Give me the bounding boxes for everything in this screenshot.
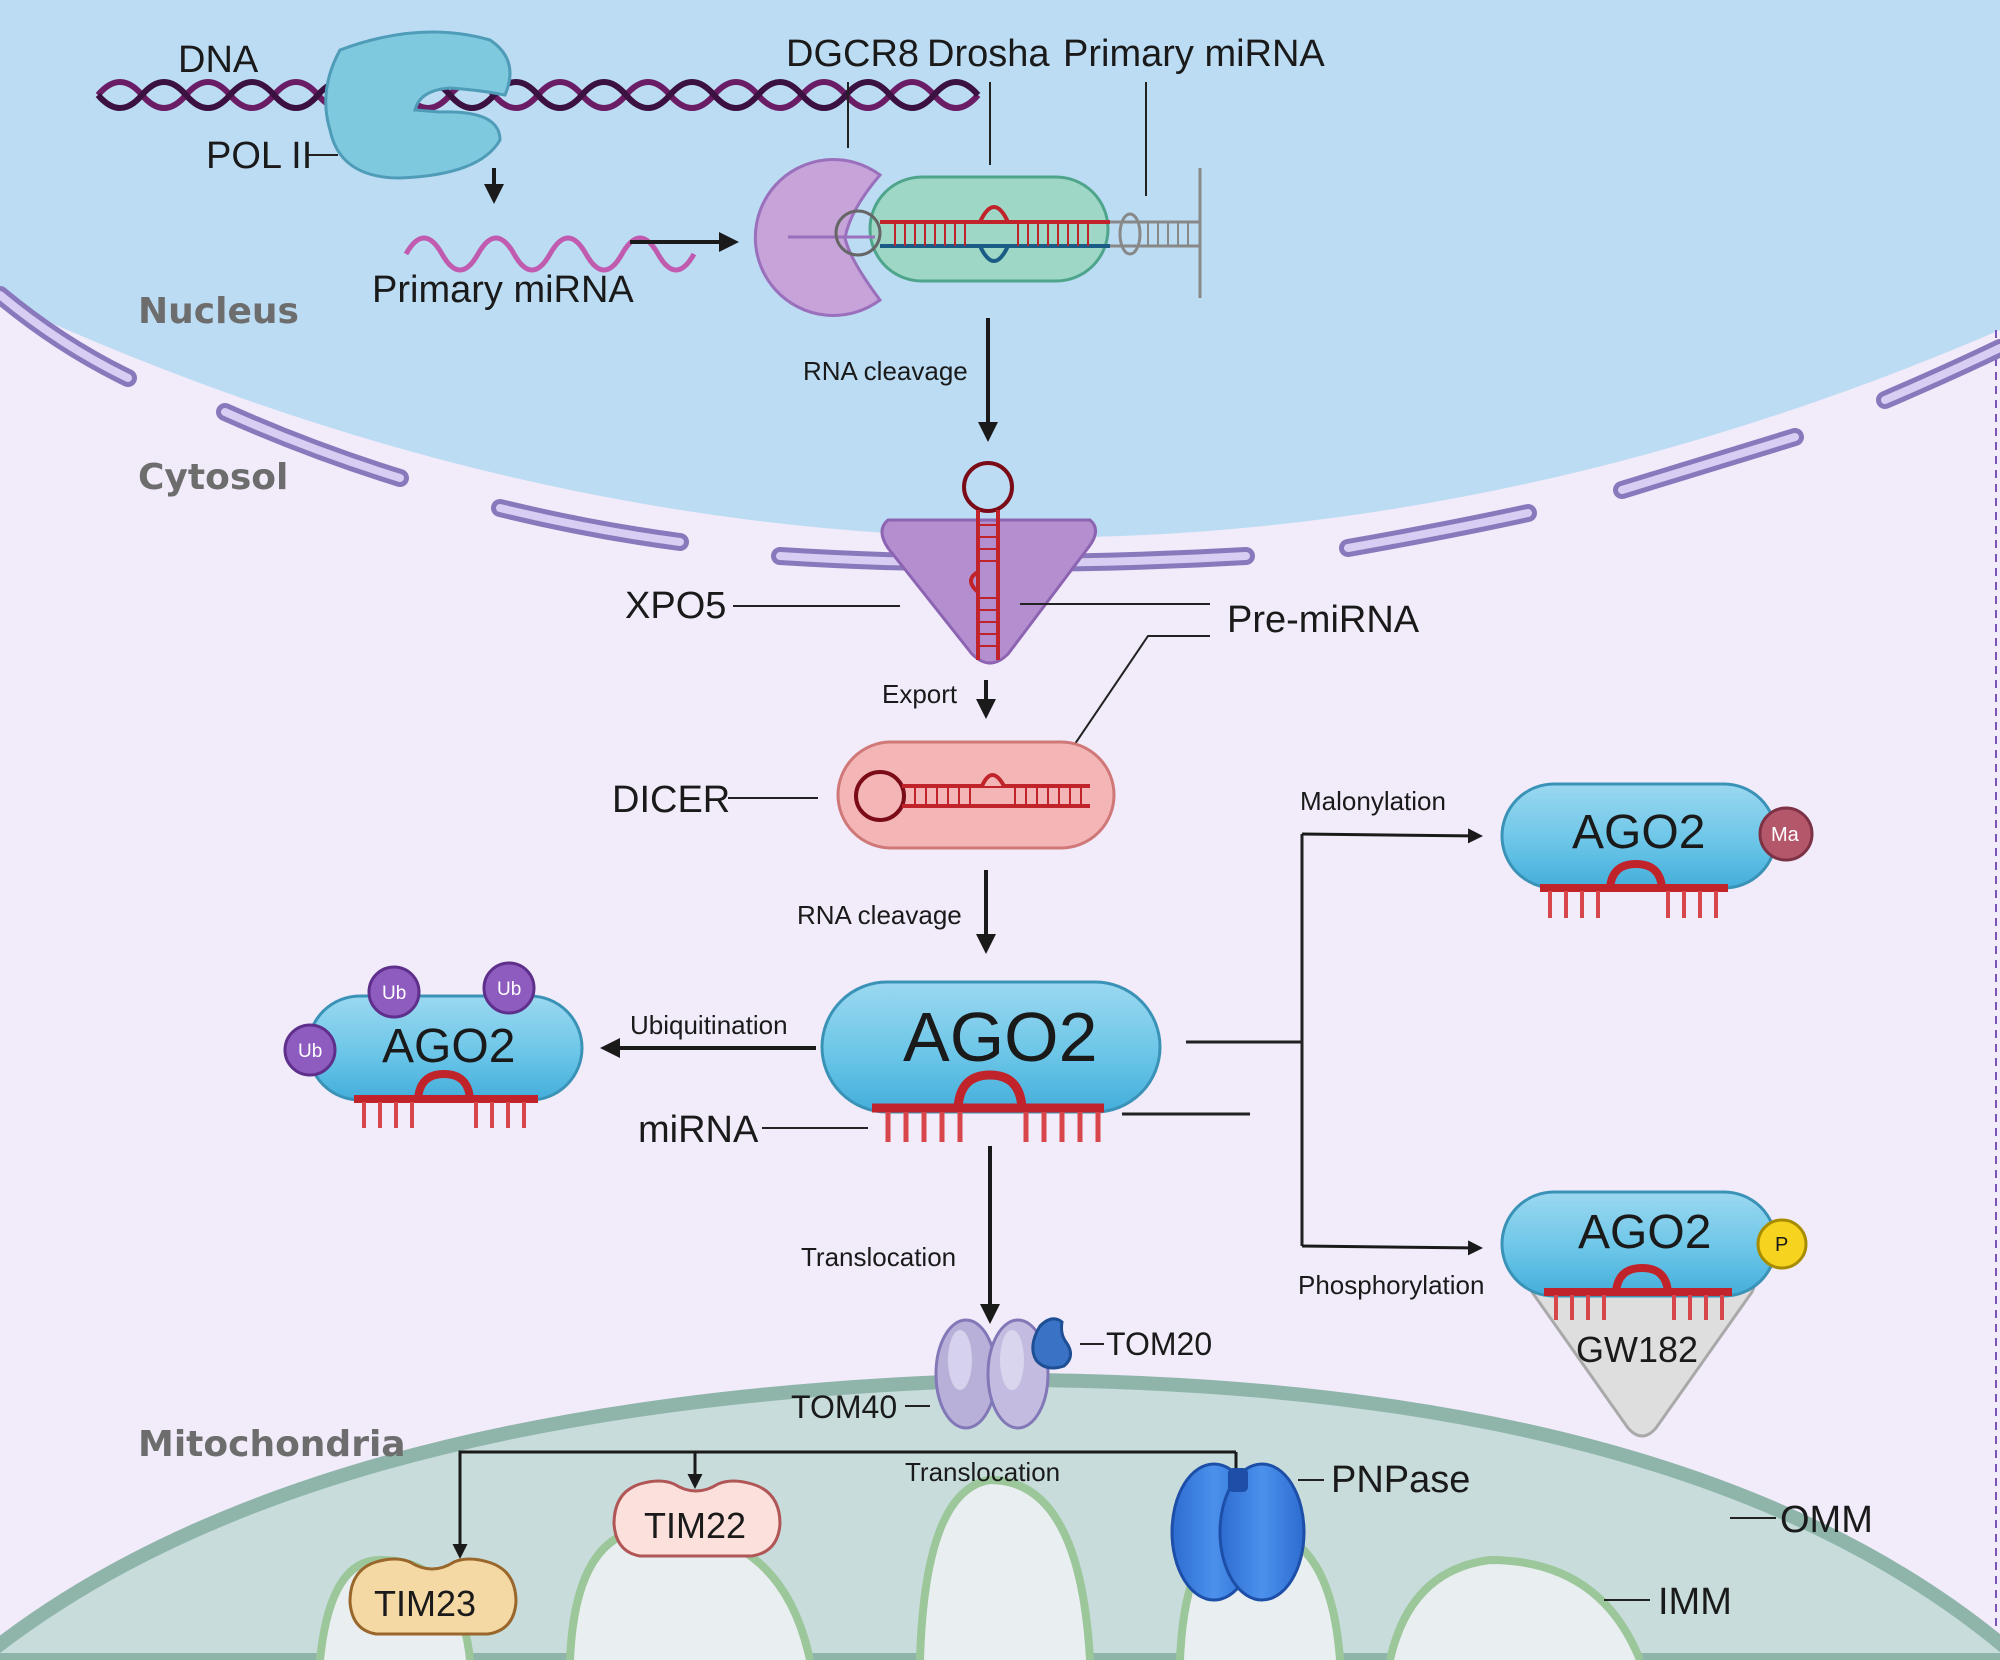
tom20-label: TOM20 xyxy=(1106,1326,1212,1362)
imm-label: IMM xyxy=(1658,1581,1732,1623)
dicer-enzyme xyxy=(836,740,1116,850)
dicer-label: DICER xyxy=(612,779,730,821)
region-label-mitochondria: Mitochondria xyxy=(138,1424,406,1465)
microprocessor-complex xyxy=(753,158,1202,317)
primary-mirna-label: Primary miRNA xyxy=(372,269,634,311)
phosphorylation-arrow xyxy=(1301,1240,1483,1256)
ago2-central-complex xyxy=(820,980,1162,1142)
translocation-label-2: Translocation xyxy=(905,1457,1060,1487)
pre-mirna-leader-dicer xyxy=(1059,635,1210,767)
ub-badge-1-text: Ub xyxy=(382,983,406,1004)
primary-mirna-top-label: Primary miRNA xyxy=(1063,33,1325,75)
tom20-receptor xyxy=(1031,1317,1072,1370)
mirna-label: miRNA xyxy=(638,1109,759,1151)
ago2-ma-label: AGO2 xyxy=(1572,806,1705,859)
ago2-central-label: AGO2 xyxy=(903,998,1098,1076)
malonylation-arrow xyxy=(1301,828,1483,844)
pol2-enzyme xyxy=(324,30,512,180)
pol2-label: POL II xyxy=(206,135,312,177)
xpo5-label: XPO5 xyxy=(625,585,726,627)
ubiquitination-label: Ubiquitination xyxy=(630,1010,788,1040)
ago2-malonylated-complex xyxy=(1500,782,1814,918)
pnpase-protein xyxy=(1170,1462,1306,1602)
ago2-ubiquitinated-complex xyxy=(306,994,584,1128)
ub-badge-1 xyxy=(367,965,421,1019)
malonylation-label: Malonylation xyxy=(1300,786,1446,816)
translocation-branch-tim23 xyxy=(452,1450,1236,1559)
pnpase-label: PNPase xyxy=(1331,1459,1470,1501)
drosha-label: Drosha xyxy=(927,33,1050,75)
export-label: Export xyxy=(882,679,958,709)
rna-cleavage-label-1: RNA cleavage xyxy=(803,356,968,386)
ma-badge-text: Ma xyxy=(1771,824,1800,846)
ago2-ub-label: AGO2 xyxy=(382,1020,515,1073)
tim23-label: TIM23 xyxy=(374,1583,476,1624)
ago2-phosphorylated-complex xyxy=(1500,1190,1808,1320)
ub-badge-2 xyxy=(482,961,536,1015)
translocation-label-1: Translocation xyxy=(801,1242,956,1272)
ub-badge-2-text: Ub xyxy=(497,979,521,1000)
tim22-label: TIM22 xyxy=(644,1505,746,1546)
tim22-protein xyxy=(612,1479,782,1558)
region-label-nucleus: Nucleus xyxy=(138,291,299,332)
dna-label: DNA xyxy=(178,39,259,81)
tim23-protein xyxy=(348,1557,518,1636)
xpo5-exportin xyxy=(880,461,1097,665)
dna-helix xyxy=(95,79,981,111)
omm-label: OMM xyxy=(1780,1499,1873,1541)
pre-mirna-label: Pre-miRNA xyxy=(1227,599,1420,641)
ub-badge-3 xyxy=(283,1023,337,1077)
tom40-label: TOM40 xyxy=(791,1389,897,1425)
ago2-p-label: AGO2 xyxy=(1578,1206,1711,1259)
dgcr8-label: DGCR8 xyxy=(786,33,919,75)
phosphorylation-label: Phosphorylation xyxy=(1298,1270,1484,1300)
ub-badge-3-text: Ub xyxy=(298,1041,322,1062)
gw182-label: GW182 xyxy=(1576,1329,1698,1370)
rna-cleavage-label-2: RNA cleavage xyxy=(797,900,962,930)
p-badge-text: P xyxy=(1775,1234,1788,1256)
region-label-cytosol: Cytosol xyxy=(138,457,288,498)
nuclear-envelope-highlight xyxy=(0,291,2000,567)
